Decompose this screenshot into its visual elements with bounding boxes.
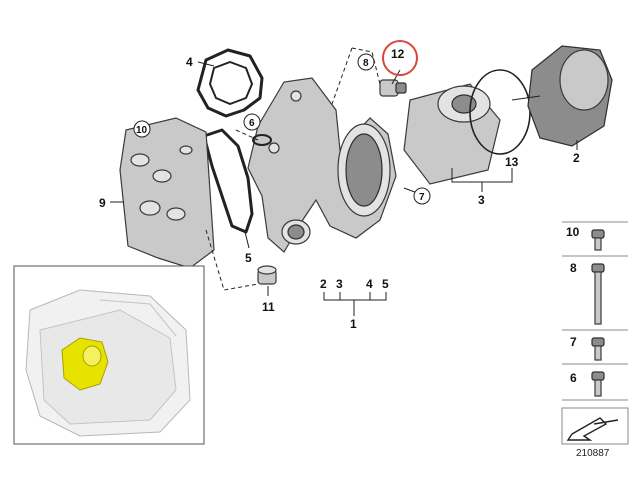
callout-2: 2 [573,151,580,165]
direction-arrow-icon [566,417,619,441]
reference-number: 210887 [576,448,610,459]
callout-3: 3 [478,193,485,207]
callout-7: 7 [419,192,425,203]
oil-filter-cover-2 [527,45,613,147]
callout-6: 6 [249,118,255,129]
hw-callout-7: 7 [570,335,577,349]
engine-highlight-housing [61,337,109,391]
bolt-7 [591,337,605,361]
oil-filter-element-13 [403,83,501,185]
callout-8: 8 [363,58,369,69]
tree-1: 1 [350,317,357,331]
highlight-ring-12 [382,40,418,76]
bolt-10 [591,229,605,251]
oil-filter-housing-1 [247,77,397,253]
hw-callout-6: 6 [570,371,577,385]
tree-2: 2 [320,277,327,291]
callout-5: 5 [245,251,252,265]
hw-callout-8: 8 [570,261,577,275]
o-ring-6 [252,134,272,146]
bolt-6 [591,371,605,397]
callout-13: 13 [505,155,519,169]
adapter-plate-9 [119,117,215,269]
oil-pressure-sensor-12 [379,79,407,97]
tree-4: 4 [366,277,373,291]
callout-4: 4 [186,55,193,69]
hardware-box [561,221,629,445]
callout-9: 9 [99,196,106,210]
callout-10: 10 [136,125,148,136]
gasket-5 [202,128,254,234]
tree-5: 5 [382,277,389,291]
callout-11: 11 [262,300,275,314]
callout-12: 12 [391,47,405,61]
bolt-8 [591,263,605,325]
tree-3: 3 [336,277,343,291]
hw-callout-10: 10 [566,225,580,239]
engine-inset [13,265,205,445]
gasket-4 [196,48,264,118]
plug-bolt-11 [257,265,277,285]
